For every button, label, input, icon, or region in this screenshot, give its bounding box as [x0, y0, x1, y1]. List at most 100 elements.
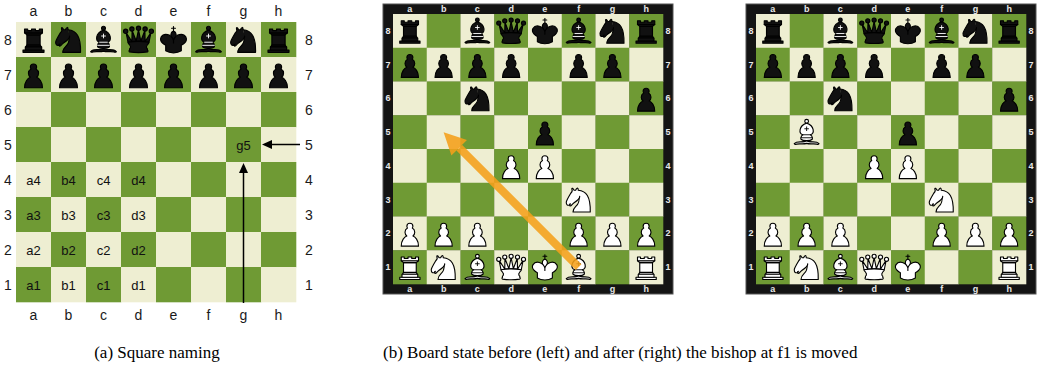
- board-square: [857, 149, 891, 183]
- board-square: [393, 149, 427, 183]
- piece-outline: [638, 88, 655, 111]
- board-square: [629, 149, 663, 183]
- piece-outline: [765, 38, 781, 41]
- coordinate-label: 3: [1028, 195, 1033, 204]
- piece-outline: [764, 55, 781, 78]
- board-square: [51, 22, 86, 57]
- piece-outline: [933, 55, 950, 78]
- coordinate-label: e: [905, 285, 910, 294]
- board-square: [393, 14, 427, 48]
- coordinate-label: c: [838, 285, 843, 294]
- board-square: [528, 115, 562, 149]
- piece-outline: [640, 263, 653, 273]
- board-square: [191, 232, 226, 267]
- chess-piece: [899, 156, 916, 179]
- board-square: [86, 22, 121, 57]
- piece-outline: [401, 223, 418, 246]
- board-square: [461, 183, 495, 217]
- chess-piece: [638, 223, 655, 246]
- board-square: [121, 267, 156, 302]
- piece-cross: [543, 256, 547, 257]
- piece-outline: [471, 258, 484, 276]
- piece-outline: [476, 18, 480, 22]
- board-square: [156, 92, 191, 127]
- piece-outline: [476, 254, 480, 258]
- piece-crown-ball: [878, 19, 882, 23]
- board-square: [393, 217, 427, 251]
- piece-outline: [764, 223, 781, 246]
- chess-piece: [401, 55, 418, 78]
- piece-outline: [200, 64, 218, 88]
- board-square: [562, 82, 596, 116]
- chess-piece: [798, 223, 815, 246]
- piece-cross: [907, 19, 908, 23]
- piece-outline: [899, 122, 916, 145]
- chess-piece: [636, 21, 656, 44]
- chess-piece: [503, 55, 520, 78]
- chess-piece: [536, 122, 553, 145]
- board-square: [629, 48, 663, 82]
- piece-outline: [940, 18, 944, 22]
- piece-outline: [828, 40, 853, 44]
- piece-outline: [202, 30, 216, 48]
- square-name: b1: [61, 278, 75, 291]
- coordinate-label: 3: [665, 195, 670, 204]
- board-square: [494, 217, 528, 251]
- board-square: [596, 48, 630, 82]
- board-square: [629, 115, 663, 149]
- board-square: [427, 217, 461, 251]
- piece-outline: [499, 22, 523, 34]
- square-name: a4: [26, 173, 40, 186]
- board-square: [857, 183, 891, 217]
- piece-outline: [25, 29, 43, 33]
- board-square: [86, 197, 121, 232]
- board-square: [393, 250, 427, 284]
- chess-piece: [963, 19, 987, 43]
- board-square: [790, 183, 824, 217]
- coordinate-label: b: [804, 5, 810, 14]
- chess-piece: [95, 64, 113, 88]
- piece-crown-ball: [509, 254, 513, 258]
- piece-cross: [906, 19, 910, 20]
- piece-detail: [801, 127, 812, 138]
- board-square: [596, 14, 630, 48]
- coordinate-label: 7: [665, 60, 670, 69]
- board-square: [16, 162, 51, 197]
- piece-crown-ball: [884, 257, 888, 261]
- board-square: [596, 183, 630, 217]
- piece-outline: [577, 254, 581, 258]
- coordinate-label: g: [610, 285, 616, 294]
- chess-piece: [933, 223, 950, 246]
- piece-outline: [570, 223, 587, 246]
- board-square: [191, 197, 226, 232]
- board-square: [226, 92, 261, 127]
- coordinate-label: g: [610, 5, 616, 14]
- piece-outline: [231, 27, 245, 46]
- piece-outline: [834, 22, 847, 40]
- board-square: [596, 82, 630, 116]
- piece-outline: [465, 87, 479, 105]
- board-square: [756, 82, 790, 116]
- chess-piece: [536, 156, 553, 179]
- coordinate-label: 1: [305, 278, 313, 292]
- piece-outline: [570, 55, 587, 78]
- piece-outline: [501, 269, 521, 280]
- coordinate-label: 1: [385, 263, 390, 272]
- board-square: [86, 57, 121, 92]
- piece-outline: [235, 64, 253, 88]
- piece-outline: [503, 55, 520, 78]
- board-square: [925, 14, 959, 48]
- chess-piece: [860, 18, 889, 44]
- piece-outline: [566, 40, 591, 44]
- board-square: [992, 217, 1026, 251]
- board-square: [191, 57, 226, 92]
- board-square: [790, 217, 824, 251]
- chess-piece: [929, 18, 954, 43]
- board-square: [629, 82, 663, 116]
- coordinate-label: e: [170, 308, 178, 322]
- piece-detail: [835, 262, 846, 273]
- piece-outline: [832, 223, 849, 246]
- board-square: [857, 48, 891, 82]
- piece-outline: [638, 223, 655, 246]
- board-square: [992, 82, 1026, 116]
